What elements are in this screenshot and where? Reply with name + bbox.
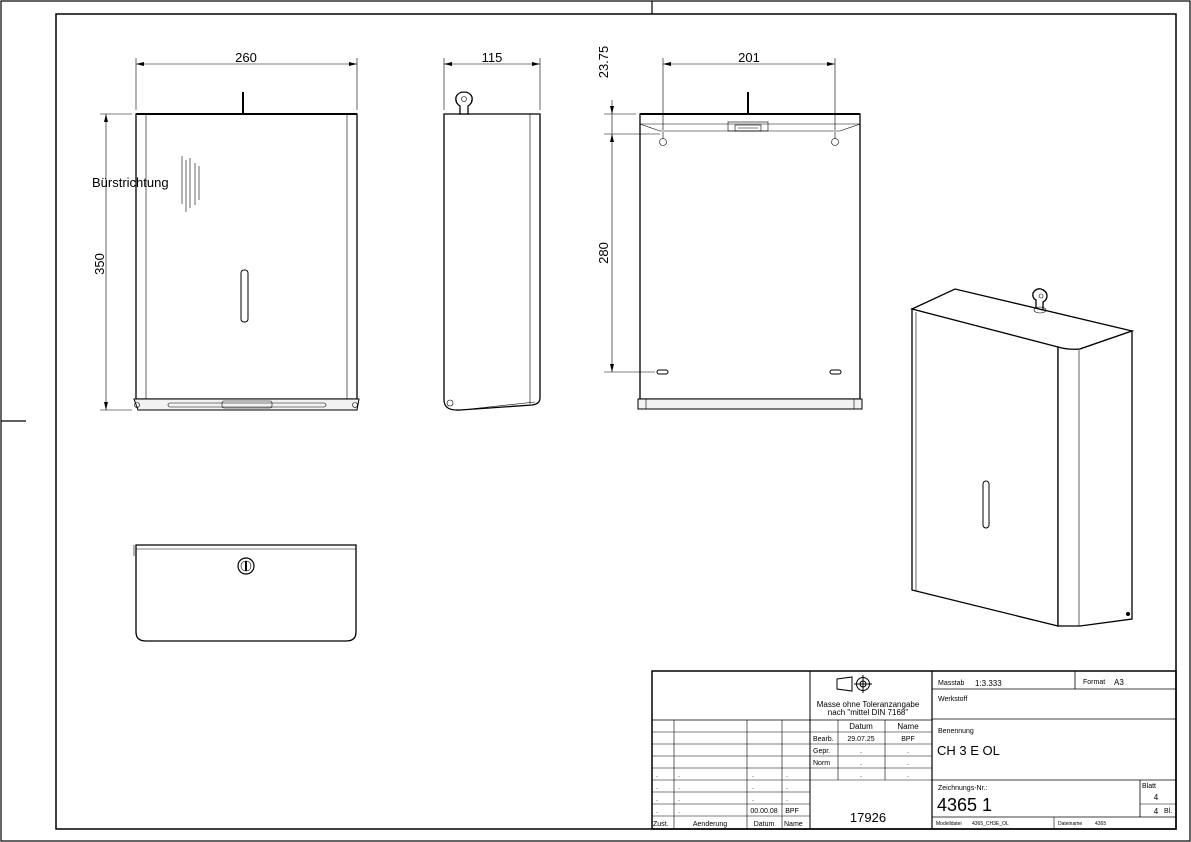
modelldatei-value: 4365_CH3E_OL [972,821,1009,827]
zeichnungsnr-value: 4365 1 [937,795,992,815]
revision-row-dot: . [656,784,658,791]
zeichnungsnr-label: Zeichnungs-Nr.: [938,785,987,792]
drawing-frame [55,13,1177,830]
revision-row-dot: . [678,808,680,815]
norm-date: . [860,760,862,767]
blank-row-date: . [860,772,862,779]
document-number: 17926 [850,810,886,825]
benennung-value: CH 3 E OL [937,743,1000,758]
col-header-zust: Zust. [653,821,669,828]
front-height-dimension [100,113,132,411]
row-label-gepr: Gepr. [813,748,830,755]
projection-symbol-icon [836,675,872,693]
back-top-offset-label: 23.75 [596,46,611,79]
revision-row-dot: . [752,772,754,779]
norm-name: . [907,760,909,767]
front-height-label: 350 [92,253,107,275]
blatt-suffix: Bl. [1164,808,1172,815]
side-depth-dimension [443,58,541,110]
col-header-name: Name [784,821,803,828]
row-label-norm: Norm [813,760,830,767]
blatt-value: 4 [1154,793,1159,802]
werkstoff-label: Werkstoff [938,696,967,703]
row-label-bearb: Bearb. [813,736,834,743]
front-width-label: 260 [235,50,257,65]
revision-row-dot: . [678,796,680,803]
approval-header-name: Name [897,722,919,731]
back-width-dimension [662,58,836,130]
bearb-name: BPF [901,736,915,743]
format-value: A3 [1114,678,1124,687]
gepr-date: . [860,748,862,755]
modelldatei-label: Modelldatei [936,821,962,827]
benennung-label: Benennung [938,728,974,735]
revision-row-dot: . [786,784,788,791]
back-vertical-label: 280 [596,242,611,264]
dateiname-value: 4365 [1095,821,1106,827]
masstab-value: 1:3.333 [975,679,1002,688]
side-view [443,91,541,411]
back-vertical-dimension [604,100,660,373]
front-width-dimension [135,58,358,110]
blatt-total: 4 [1154,807,1159,816]
revision-row-dot: . [656,808,658,815]
dateiname-label: Dateiname [1058,821,1082,827]
isometric-view [910,288,1135,627]
back-width-label: 201 [738,50,760,65]
tolerance-note-line2: nach "mittel DIN 7168" [828,708,909,717]
revision-row-dot: . [656,772,658,779]
gepr-name: . [907,748,909,755]
revision-row-dot: . [752,784,754,791]
title-block [651,670,1177,830]
col-header-aenderung: Aenderung [693,821,727,828]
blank-row-name: . [907,772,909,779]
side-depth-label: 115 [482,50,503,65]
revision-row-dot: . [678,772,680,779]
hanger-keyhole-right [831,132,839,146]
bearb-date: 29.07.25 [847,736,874,743]
revision-name: BPF [785,808,799,815]
revision-date: 00.00.08 [750,808,777,815]
blatt-label: Blatt [1142,783,1156,790]
tolerance-note-line1: Masse ohne Toleranzangabe [817,700,920,709]
revision-row-dot: . [752,796,754,803]
front-view [133,92,360,411]
format-label: Format [1083,679,1105,686]
revision-row-dot: . [656,796,658,803]
revision-row-dot: . [786,772,788,779]
brush-direction-label: Bürstrichtung [92,175,169,190]
back-view [637,92,863,410]
revision-row-dot: . [786,796,788,803]
title-block-text: Masse ohne Toleranzangabe nach "mittel D… [653,678,1172,828]
hanger-keyhole-left [659,132,667,146]
approval-header-datum: Datum [849,722,873,731]
masstab-label: Masstab [938,680,965,687]
col-header-datum: Datum [754,821,775,828]
top-view [133,544,357,642]
revision-row-dot: . [678,784,680,791]
